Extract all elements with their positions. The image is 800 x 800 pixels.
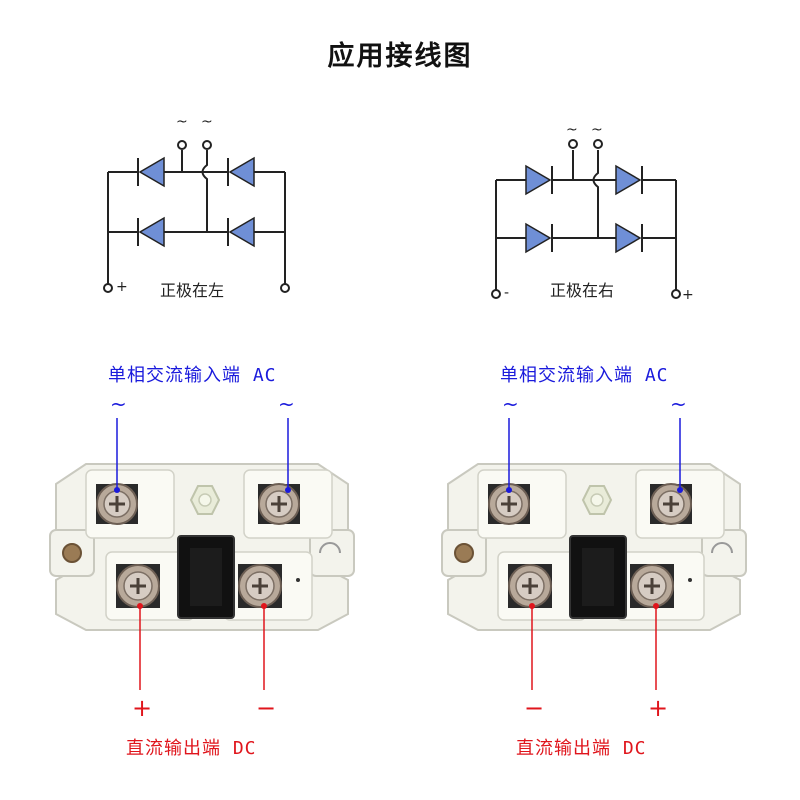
diode-bottom-right bbox=[615, 222, 642, 254]
left-ac-input-label: 单相交流输入端 AC bbox=[108, 365, 277, 386]
dc-terminal-left bbox=[103, 283, 113, 293]
left-ac-symbol-2: ~ bbox=[201, 114, 213, 130]
right-ac-symbol-2: ~ bbox=[591, 122, 603, 138]
left-rectifier-module bbox=[49, 418, 355, 690]
left-ac-marker-1: ~ bbox=[110, 392, 127, 416]
page-title: 应用接线图 bbox=[327, 41, 473, 72]
dc-terminal-left bbox=[491, 289, 501, 299]
right-ac-symbol-1: ~ bbox=[566, 122, 578, 138]
screw-dc-2 bbox=[630, 564, 674, 608]
screw-dc-2 bbox=[238, 564, 282, 608]
screw-dc-1 bbox=[508, 564, 552, 608]
ac-terminal-1 bbox=[177, 140, 187, 150]
diode-top-right bbox=[228, 156, 255, 188]
diode-bottom-left bbox=[138, 216, 165, 248]
dc-terminal-right bbox=[280, 283, 290, 293]
right-dc-polarity-right: + bbox=[682, 287, 694, 303]
right-dc-sign-2: + bbox=[648, 694, 669, 722]
left-ac-symbol-1: ~ bbox=[176, 114, 188, 130]
left-dc-output-label: 直流输出端 DC bbox=[126, 738, 257, 759]
diode-top-left bbox=[525, 164, 552, 196]
dc-terminal-right bbox=[671, 289, 681, 299]
screw-ac-2 bbox=[650, 483, 692, 525]
diode-bottom-right bbox=[228, 216, 255, 248]
right-ac-marker-1: ~ bbox=[502, 392, 519, 416]
right-dc-polarity-left: - bbox=[504, 285, 510, 301]
right-ac-input-label: 单相交流输入端 AC bbox=[500, 365, 669, 386]
right-bridge-schematic bbox=[491, 139, 681, 299]
left-dc-polarity-left: + bbox=[116, 279, 128, 295]
screw-ac-2 bbox=[258, 483, 300, 525]
diode-bottom-left bbox=[525, 222, 552, 254]
ac-terminal-2 bbox=[202, 140, 212, 150]
left-schematic-caption: 正极在左 bbox=[160, 281, 225, 300]
left-dc-sign-2: − bbox=[256, 694, 277, 722]
screw-ac-1 bbox=[96, 483, 138, 525]
right-rectifier-module bbox=[441, 418, 747, 690]
screw-dc-1 bbox=[116, 564, 160, 608]
right-dc-sign-1: − bbox=[524, 694, 545, 722]
left-dc-sign-1: + bbox=[132, 694, 153, 722]
right-schematic-caption: 正极在右 bbox=[550, 281, 615, 300]
diode-top-right bbox=[615, 164, 642, 196]
diode-top-left bbox=[138, 156, 165, 188]
ac-terminal-1 bbox=[568, 139, 578, 149]
right-ac-marker-2: ~ bbox=[670, 392, 687, 416]
right-dc-output-label: 直流输出端 DC bbox=[516, 738, 647, 759]
left-bridge-schematic bbox=[103, 140, 290, 293]
left-ac-marker-2: ~ bbox=[278, 392, 295, 416]
ac-terminal-2 bbox=[593, 139, 603, 149]
